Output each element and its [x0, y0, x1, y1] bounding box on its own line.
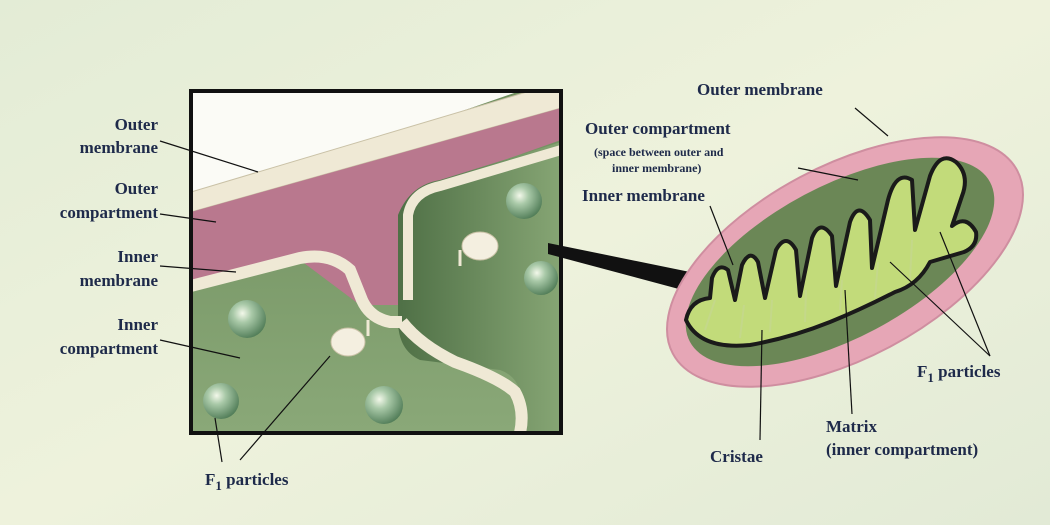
- f1-head-closeup: [331, 328, 365, 356]
- label-outer-compartment-line1: Outer: [115, 179, 159, 198]
- label-inner-membrane-line2: membrane: [80, 271, 159, 290]
- label-inner-membrane-line1: Inner: [117, 247, 158, 266]
- label-outer-compartment-note-line2: inner membrane): [612, 161, 701, 175]
- label-outer-membrane-line1: Outer: [115, 115, 159, 134]
- label-outer-compartment-line2: compartment: [60, 203, 159, 222]
- label-outer-membrane-right: Outer membrane: [697, 80, 823, 99]
- label-outer-membrane-line2: membrane: [80, 138, 159, 157]
- label-cristae: Cristae: [710, 447, 763, 466]
- membrane-closeup: [191, 91, 561, 433]
- label-outer-compartment-note-line1: (space between outer and: [594, 145, 724, 159]
- f1-particle-ball: [203, 383, 239, 419]
- label-outer-compartment-right: Outer compartment: [585, 119, 731, 138]
- f1-particle-ball: [524, 261, 558, 295]
- f1-particle-ball: [228, 300, 266, 338]
- label-inner-compartment-line2: compartment: [60, 339, 159, 358]
- f1-particle-ball: [365, 386, 403, 424]
- f1-head-closeup: [462, 232, 498, 260]
- label-inner-membrane-right: Inner membrane: [582, 186, 705, 205]
- f1-particle-ball: [506, 183, 542, 219]
- label-inner-compartment-line1: Inner: [117, 315, 158, 334]
- label-matrix-line2: (inner compartment): [826, 440, 978, 459]
- label-matrix-line1: Matrix: [826, 417, 877, 436]
